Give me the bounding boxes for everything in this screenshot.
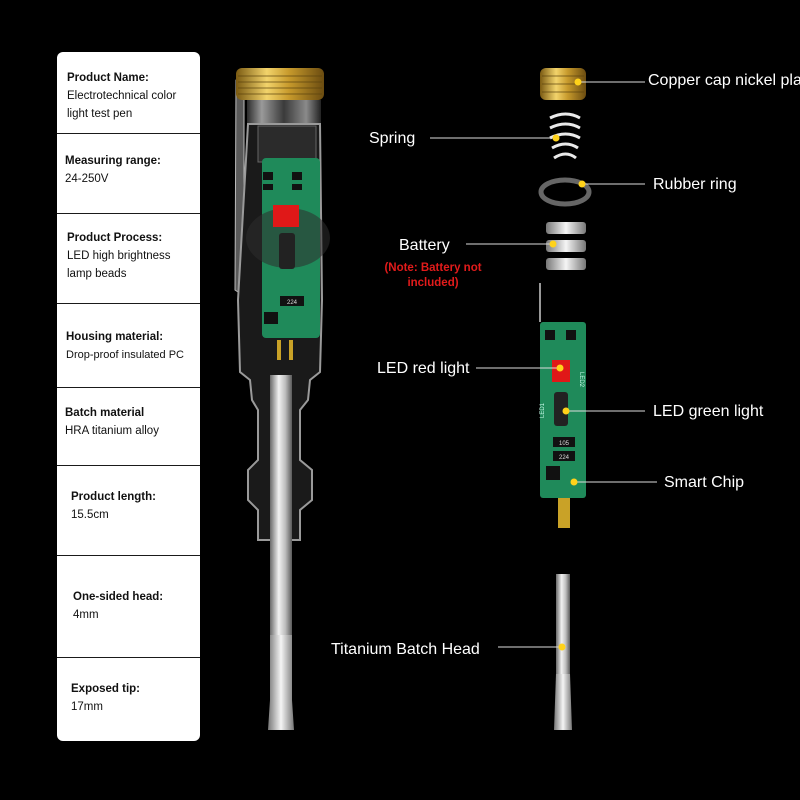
resistor-mark-bottom: 224 (559, 455, 570, 461)
battery-3 (546, 258, 586, 270)
battery-note: (Note: Battery not included) (384, 262, 482, 289)
callout-led-green: LED green light (653, 403, 764, 420)
spec-label: Measuring range: (65, 155, 161, 167)
spec-value: Drop-proof insulated PC (66, 349, 185, 361)
rubber-ring (538, 177, 592, 207)
dot-led-green (562, 407, 570, 415)
pen-red-led (273, 205, 299, 227)
spec-value: 4mm (73, 609, 99, 621)
spring (549, 112, 581, 160)
spec-row-product-length: Product length: 15.5cm (57, 466, 200, 556)
spec-row-measuring-range: Measuring range: 24-250V (57, 134, 200, 214)
spec-value: 24-250V (65, 173, 109, 185)
spec-value: HRA titanium alloy (65, 425, 159, 437)
spec-label: Product length: (71, 491, 156, 503)
assembled-pen: 224 (234, 68, 330, 730)
pen-green-led (279, 233, 295, 269)
led1-mark: LED1 (540, 402, 546, 418)
spec-row-exposed-tip: Exposed tip: 17mm (57, 658, 200, 741)
spec-label: One-sided head: (73, 591, 164, 603)
spec-row-batch-material: Batch material HRA titanium alloy (57, 388, 200, 466)
dot-rubber-ring (578, 180, 586, 188)
resistor-mark-top: 105 (559, 441, 570, 447)
titanium-shaft (556, 574, 570, 674)
spec-label: Product Name: (67, 72, 149, 84)
spec-label: Exposed tip: (71, 683, 141, 695)
dot-spring (552, 134, 560, 142)
callout-copper-cap: Copper cap nickel plating (648, 72, 800, 89)
callout-spring: Spring (369, 130, 416, 147)
spec-value: Electrotechnical color light test pen (67, 90, 177, 120)
spec-label: Housing material: (66, 331, 164, 343)
pen-gold-cap (236, 68, 324, 100)
spec-value: 17mm (71, 701, 103, 713)
spec-label: Batch material (65, 407, 145, 419)
callout-titanium-head: Titanium Batch Head (331, 641, 480, 658)
spec-row-product-name: Product Name: Electrotechnical color lig… (57, 52, 200, 134)
spec-card: Product Name: Electrotechnical color lig… (57, 52, 200, 741)
chip-connector (558, 498, 570, 528)
dot-led-red (556, 364, 564, 372)
pen-clear-ring (247, 100, 321, 124)
pen-chip-mark: 224 (287, 300, 298, 306)
spec-row-product-process: Product Process: LED high brightness lam… (57, 214, 200, 304)
battery-1 (546, 222, 586, 234)
led2-mark: LED2 (578, 372, 584, 388)
spec-row-housing-material: Housing material: Drop-proof insulated P… (57, 304, 200, 388)
callout-rubber-ring: Rubber ring (653, 176, 737, 193)
callout-led-red: LED red light (377, 360, 470, 377)
exploded-parts: LED2 LED1 105 224 (538, 68, 592, 730)
callout-smart-chip: Smart Chip (664, 474, 745, 491)
spec-label: Product Process: (67, 232, 163, 244)
callout-dots (549, 78, 586, 651)
spec-value: 15.5cm (71, 509, 109, 521)
callout-battery: Battery (399, 237, 450, 254)
dot-smart-chip (570, 478, 578, 486)
spec-value: LED high brightness lamp beads (67, 250, 171, 280)
callout-lines (430, 81, 657, 648)
dot-battery (549, 240, 557, 248)
spec-row-one-sided-head: One-sided head: 4mm (57, 556, 200, 658)
exploded-green-led (554, 392, 568, 426)
dot-copper-cap (574, 78, 582, 86)
titanium-tip (554, 674, 572, 730)
pen-shaft (270, 375, 292, 635)
dot-titanium-head (558, 643, 566, 651)
pen-tip (268, 635, 294, 730)
